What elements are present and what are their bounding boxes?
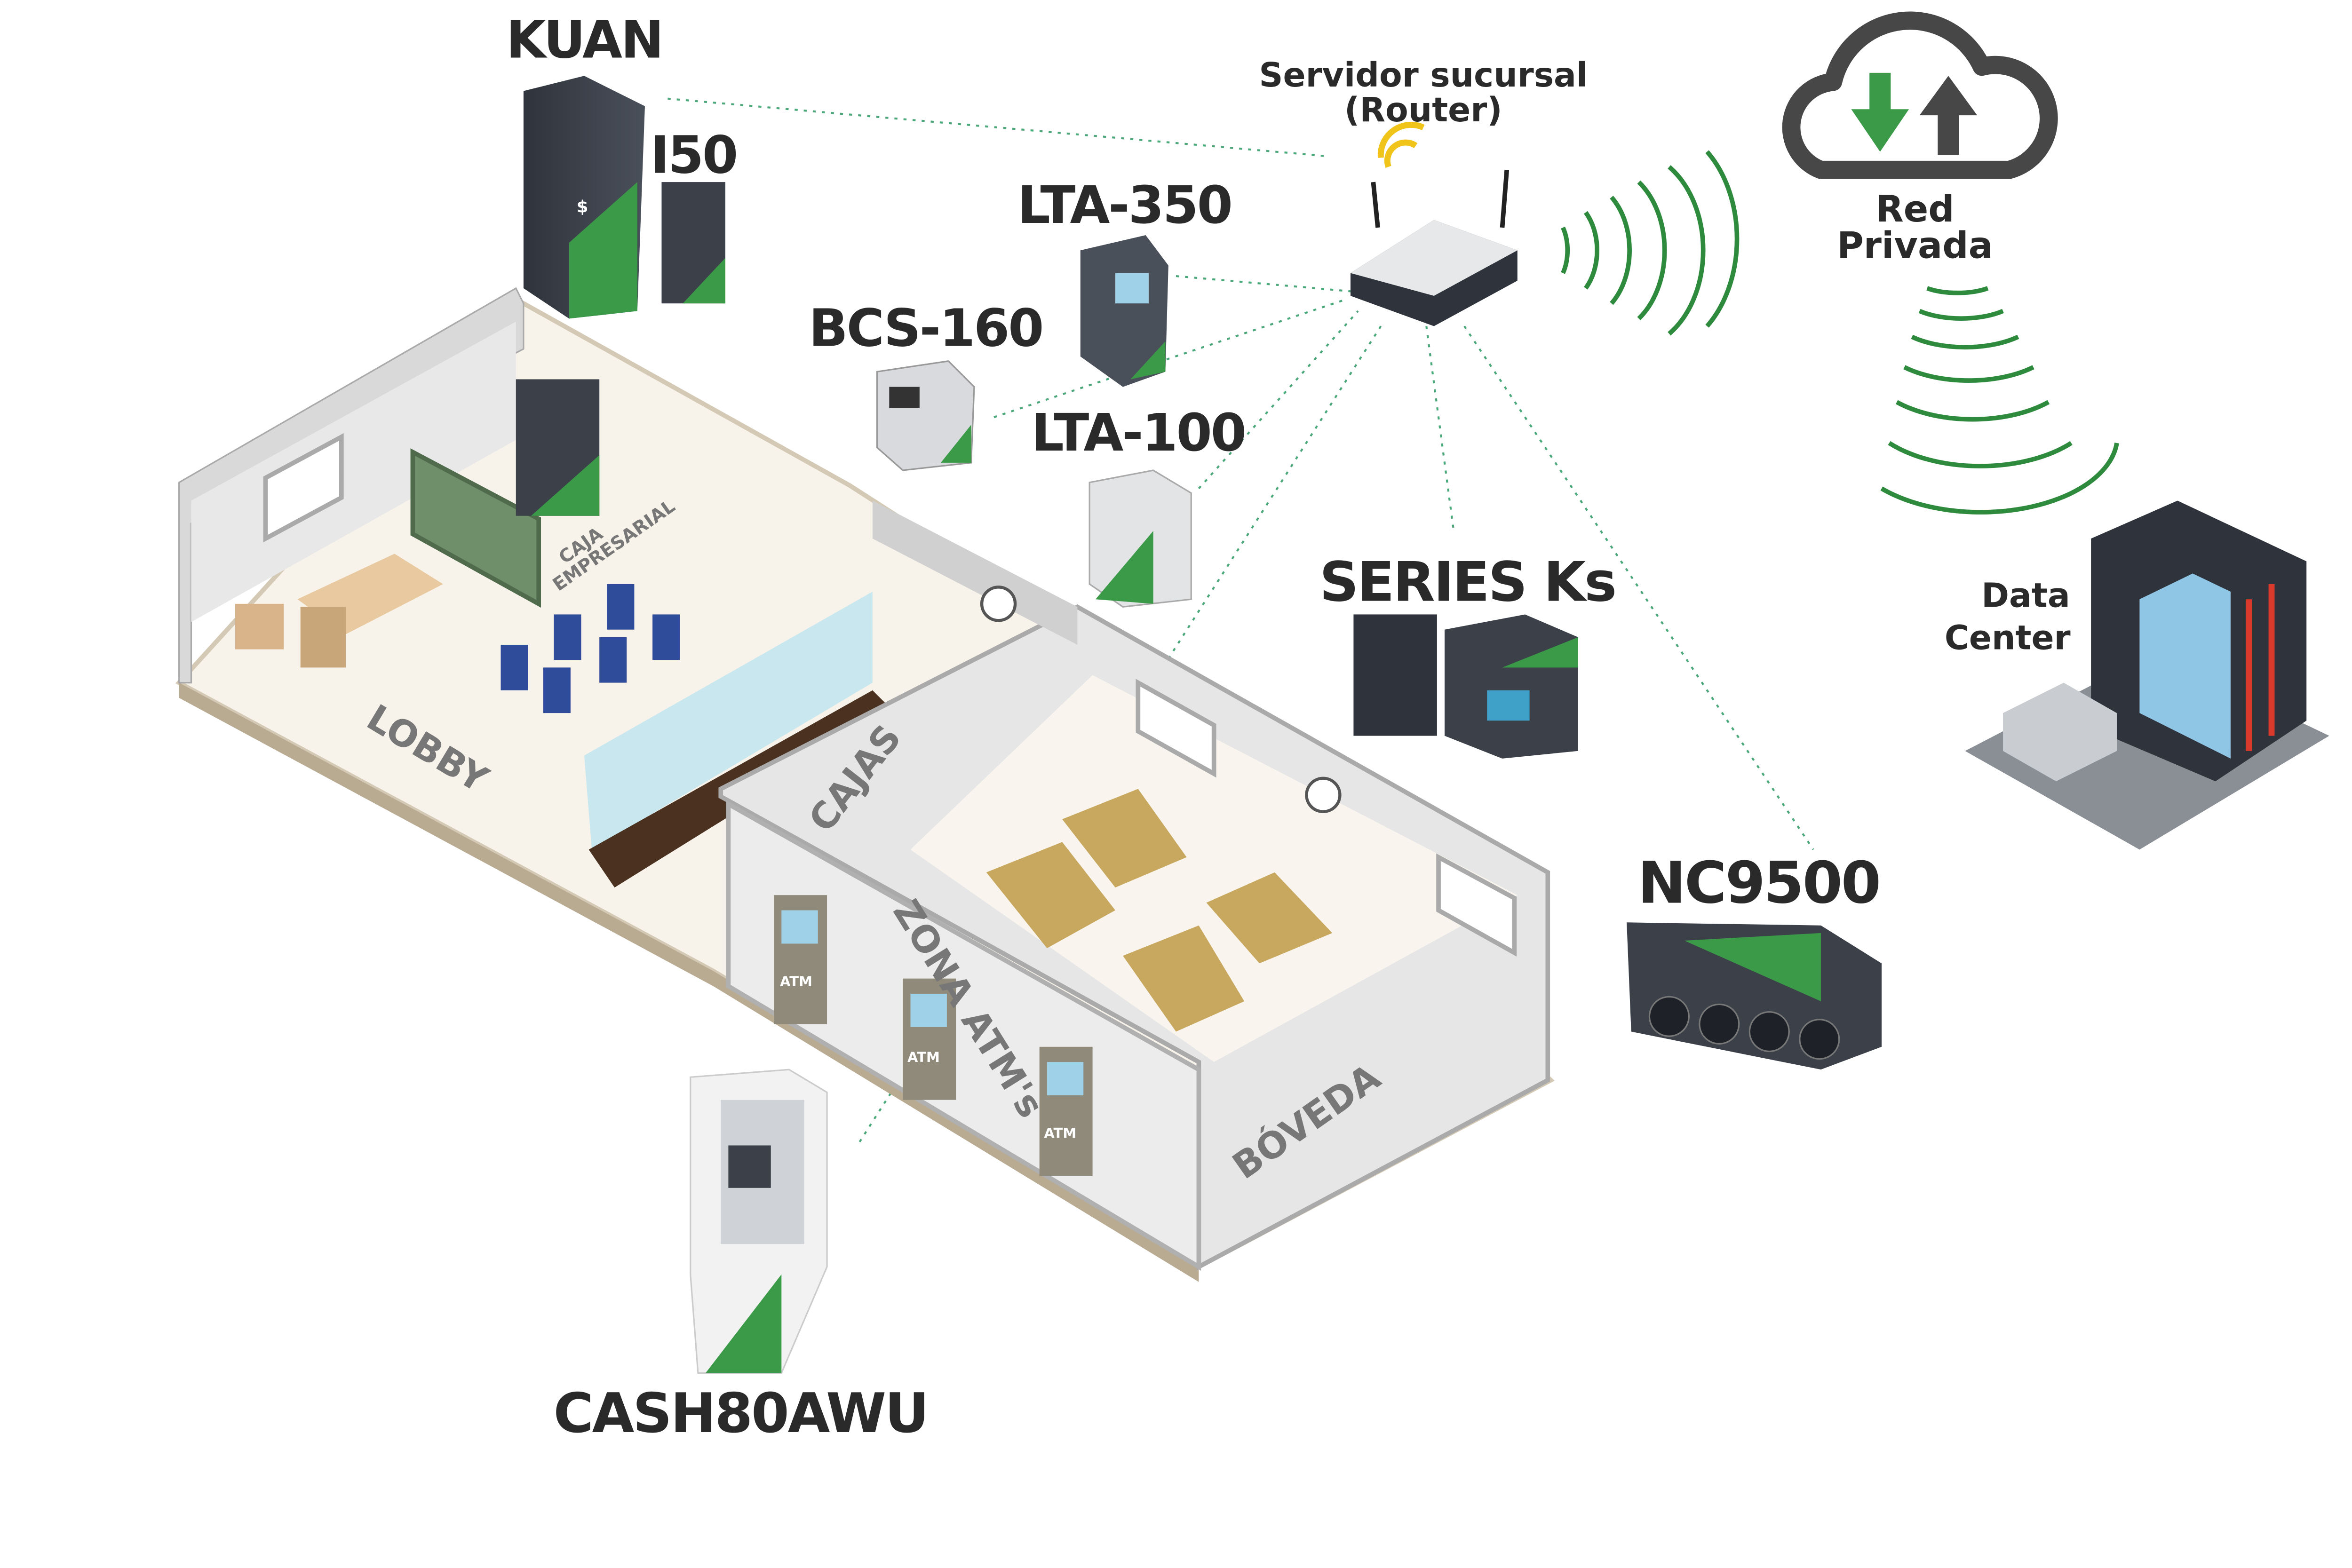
- router-label-sub: (Router): [1344, 90, 1502, 129]
- vault-floor: [910, 675, 1518, 1062]
- download-arrow-icon: [1851, 72, 1909, 152]
- wireless-signal-icon: [1880, 286, 2119, 515]
- label-cash80awu: CASH80AWU: [553, 1382, 927, 1445]
- label-bcs-160: BCS-160: [809, 298, 1042, 358]
- private-network-cloud[interactable]: Red Privada: [1782, 11, 2058, 267]
- svg-text:$: $: [577, 198, 588, 217]
- upload-arrow-icon: [1919, 76, 1978, 155]
- label-kuan: KUAN: [506, 10, 662, 70]
- wifi-icon: [1377, 122, 1425, 168]
- wall-clock: [980, 586, 1017, 622]
- window: [1136, 679, 1216, 778]
- datacenter-label-sub: Center: [1945, 618, 2071, 657]
- atm-label: ATM: [780, 974, 812, 990]
- label-lta-100: LTA-100: [1031, 403, 1245, 463]
- router-label: Servidor sucursal: [1259, 55, 1588, 95]
- atm-machine: ATM: [1039, 1046, 1093, 1176]
- device-bcs-160[interactable]: BCS-160: [809, 298, 1044, 471]
- counting-table: [986, 842, 1115, 949]
- router[interactable]: Servidor sucursal (Router): [1259, 55, 1588, 326]
- cajas-glass-partition: [584, 592, 873, 850]
- atm-machine: ATM: [774, 895, 827, 1024]
- counting-table: [1062, 789, 1187, 888]
- device-series-ks[interactable]: SERIES Ks: [1319, 550, 1617, 759]
- label-lta-350: LTA-350: [1017, 175, 1232, 235]
- data-center[interactable]: Data Center: [1945, 500, 2329, 850]
- window: [1436, 853, 1517, 957]
- window: [263, 433, 344, 543]
- counting-table: [1206, 872, 1333, 964]
- cloud-label-sub: Privada: [1837, 224, 1993, 267]
- waiting-chairs: [501, 584, 680, 713]
- device-nc9500[interactable]: NC9500: [1627, 849, 1882, 1070]
- device-i50[interactable]: I50: [650, 125, 738, 304]
- label-nc9500: NC9500: [1638, 849, 1880, 916]
- device-kuan-lobby: [516, 379, 600, 516]
- device-cash80awu[interactable]: CASH80AWU: [553, 1069, 929, 1445]
- datacenter-label: Data: [1981, 576, 2070, 615]
- green-board: [410, 448, 541, 608]
- cloud-label: Red: [1875, 188, 1955, 230]
- label-i50: I50: [650, 125, 737, 185]
- device-lta-350[interactable]: LTA-350: [1017, 175, 1233, 387]
- device-kuan[interactable]: $ KUAN: [506, 10, 664, 319]
- wall-clock: [1305, 776, 1342, 814]
- atm-label: ATM: [1044, 1125, 1076, 1141]
- label-series-ks: SERIES Ks: [1319, 550, 1615, 614]
- atm-label: ATM: [907, 1049, 940, 1065]
- bank-branch-building: ATM ATM ATM: [175, 287, 1555, 1282]
- branch-network-diagram: ATM ATM ATM LOBBY CAJA EMPRESARIAL CAJAS…: [175, 10, 2329, 1445]
- atm-machine: ATM: [903, 978, 956, 1100]
- wireless-signal-icon: [1561, 150, 1740, 336]
- counting-table: [1123, 925, 1245, 1032]
- device-lta-100[interactable]: LTA-100: [1031, 403, 1247, 608]
